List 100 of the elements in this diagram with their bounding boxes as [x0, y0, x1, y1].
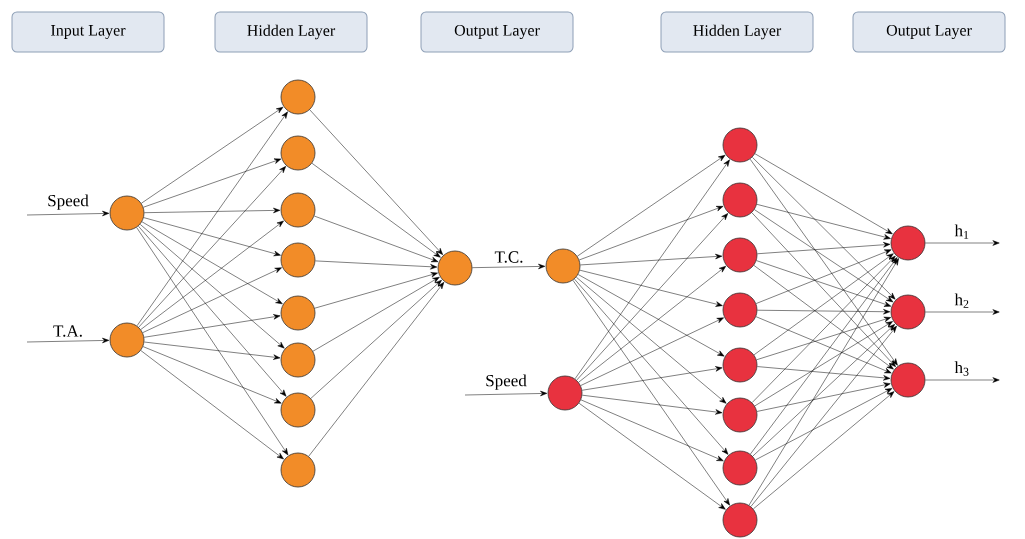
edge-label: Speed [484, 373, 528, 391]
arrow [136, 111, 288, 327]
arrow [308, 282, 445, 457]
arrow [580, 399, 724, 462]
arrow [757, 309, 891, 315]
neuron-circle [722, 292, 758, 328]
neuron-circle [437, 250, 473, 286]
arrow [143, 314, 281, 338]
arrow [748, 258, 899, 506]
arrow [750, 257, 898, 455]
arrow [141, 106, 284, 204]
arrow [757, 366, 891, 381]
arrow [579, 206, 724, 261]
edge-label: h$_{3}$ [953, 360, 971, 377]
arrow [310, 279, 442, 399]
arrow [574, 278, 729, 455]
arrow [315, 260, 438, 270]
arrow [754, 153, 893, 235]
arrow [756, 316, 891, 360]
arrow [580, 317, 724, 386]
arrow [757, 242, 891, 254]
edge-label: h$_{1}$ [953, 223, 971, 240]
edge-label: T.A. [52, 324, 84, 338]
arrow [314, 272, 438, 309]
arrow [755, 316, 892, 374]
neuron-circle [280, 79, 316, 115]
arrow [138, 166, 287, 328]
arrow [572, 280, 730, 506]
neuron-circle [722, 347, 758, 383]
arrow [142, 346, 282, 404]
edge-label: h$_{2}$ [953, 292, 971, 309]
edge-label: Speed [46, 193, 90, 211]
arrow [925, 240, 1000, 246]
arrow [576, 213, 729, 381]
arrow [472, 263, 546, 270]
neuron-circle [722, 182, 758, 218]
arrow [751, 212, 896, 367]
arrow [755, 388, 893, 461]
arrow [26, 337, 110, 344]
arrow [314, 215, 439, 262]
neuron-circle [280, 242, 316, 278]
layer-box: Input Layer [11, 11, 165, 53]
arrow [138, 225, 287, 397]
arrow [756, 204, 891, 240]
arrow [754, 321, 893, 407]
neuron-circle [722, 450, 758, 486]
arrow [141, 221, 283, 305]
arrow [582, 394, 723, 415]
arrow [26, 210, 110, 217]
arrow [139, 224, 285, 349]
neuron-circle [890, 225, 926, 261]
layer-box: Hidden Layer [214, 11, 368, 53]
layer-box: Output Layer [852, 11, 1006, 53]
layer-box: Output Layer [420, 11, 574, 53]
neuron-circle [722, 237, 758, 273]
arrow [574, 159, 730, 380]
neuron-circle [280, 452, 316, 488]
arrow [750, 325, 897, 507]
neuron-circle [109, 322, 145, 358]
arrow [753, 391, 895, 510]
arrow [753, 265, 894, 370]
arrow [143, 217, 281, 257]
neuron-circle [280, 135, 316, 171]
neuron-circle [545, 248, 581, 284]
arrow [140, 350, 284, 460]
arrow [751, 255, 896, 403]
arrow [140, 220, 284, 330]
neuron-circle [280, 295, 316, 331]
arrow [577, 274, 725, 357]
layer-box: Hidden Layer [660, 11, 814, 53]
arrow [143, 158, 282, 208]
arrow [580, 253, 723, 266]
arrow [576, 276, 727, 404]
neuron-circle [722, 127, 758, 163]
arrow [752, 324, 895, 457]
arrow [754, 209, 894, 303]
arrow [144, 207, 281, 214]
neuron-circle [722, 397, 758, 433]
neuron-circle [890, 362, 926, 398]
arrow [464, 390, 548, 397]
arrow [756, 260, 892, 307]
arrow [925, 377, 1000, 383]
arrow [755, 249, 892, 304]
arrow [577, 155, 726, 257]
arrow [309, 109, 443, 255]
arrow [144, 341, 281, 360]
arrow [756, 382, 891, 412]
arrow [579, 269, 723, 307]
arrow [578, 403, 726, 510]
neuron-circle [109, 195, 145, 231]
arrow [142, 267, 282, 333]
neuron-circle [280, 342, 316, 378]
arrow [136, 227, 289, 456]
neuron-circle [280, 192, 316, 228]
arrow [752, 157, 896, 300]
neuron-circle [890, 294, 926, 330]
arrow [578, 265, 727, 383]
arrow [925, 309, 1000, 315]
arrow [312, 276, 440, 352]
arrow [581, 366, 723, 391]
